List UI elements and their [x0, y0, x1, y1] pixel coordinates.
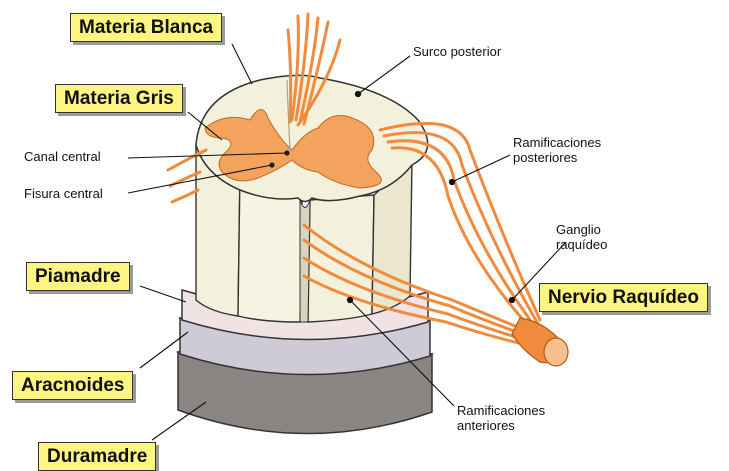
spinal-nerve — [512, 318, 568, 366]
label-surco-posterior: Surco posterior — [413, 44, 501, 59]
label-line: raquídeo — [556, 237, 607, 252]
label-line: anteriores — [457, 418, 545, 433]
label-fisura-central: Fisura central — [24, 186, 103, 201]
callout-materia-blanca: Materia Blanca — [70, 13, 222, 42]
label-line: Ramificaciones — [457, 403, 545, 418]
label-line: Ramificaciones — [513, 135, 601, 150]
callout-materia-gris: Materia Gris — [55, 84, 183, 113]
label-canal-central: Canal central — [24, 149, 101, 164]
label-ganglio-raquideo: Ganglio raquídeo — [556, 222, 607, 252]
callout-duramadre: Duramadre — [38, 442, 156, 471]
callout-nervio-raquideo: Nervio Raquídeo — [539, 283, 708, 312]
label-ramificaciones-anteriores: Ramificaciones anteriores — [457, 403, 545, 433]
label-line: Ganglio — [556, 222, 607, 237]
callout-aracnoides: Aracnoides — [12, 371, 133, 400]
callout-piamadre: Piamadre — [26, 262, 130, 291]
label-ramificaciones-posteriores: Ramificaciones posteriores — [513, 135, 601, 165]
label-line: posteriores — [513, 150, 601, 165]
